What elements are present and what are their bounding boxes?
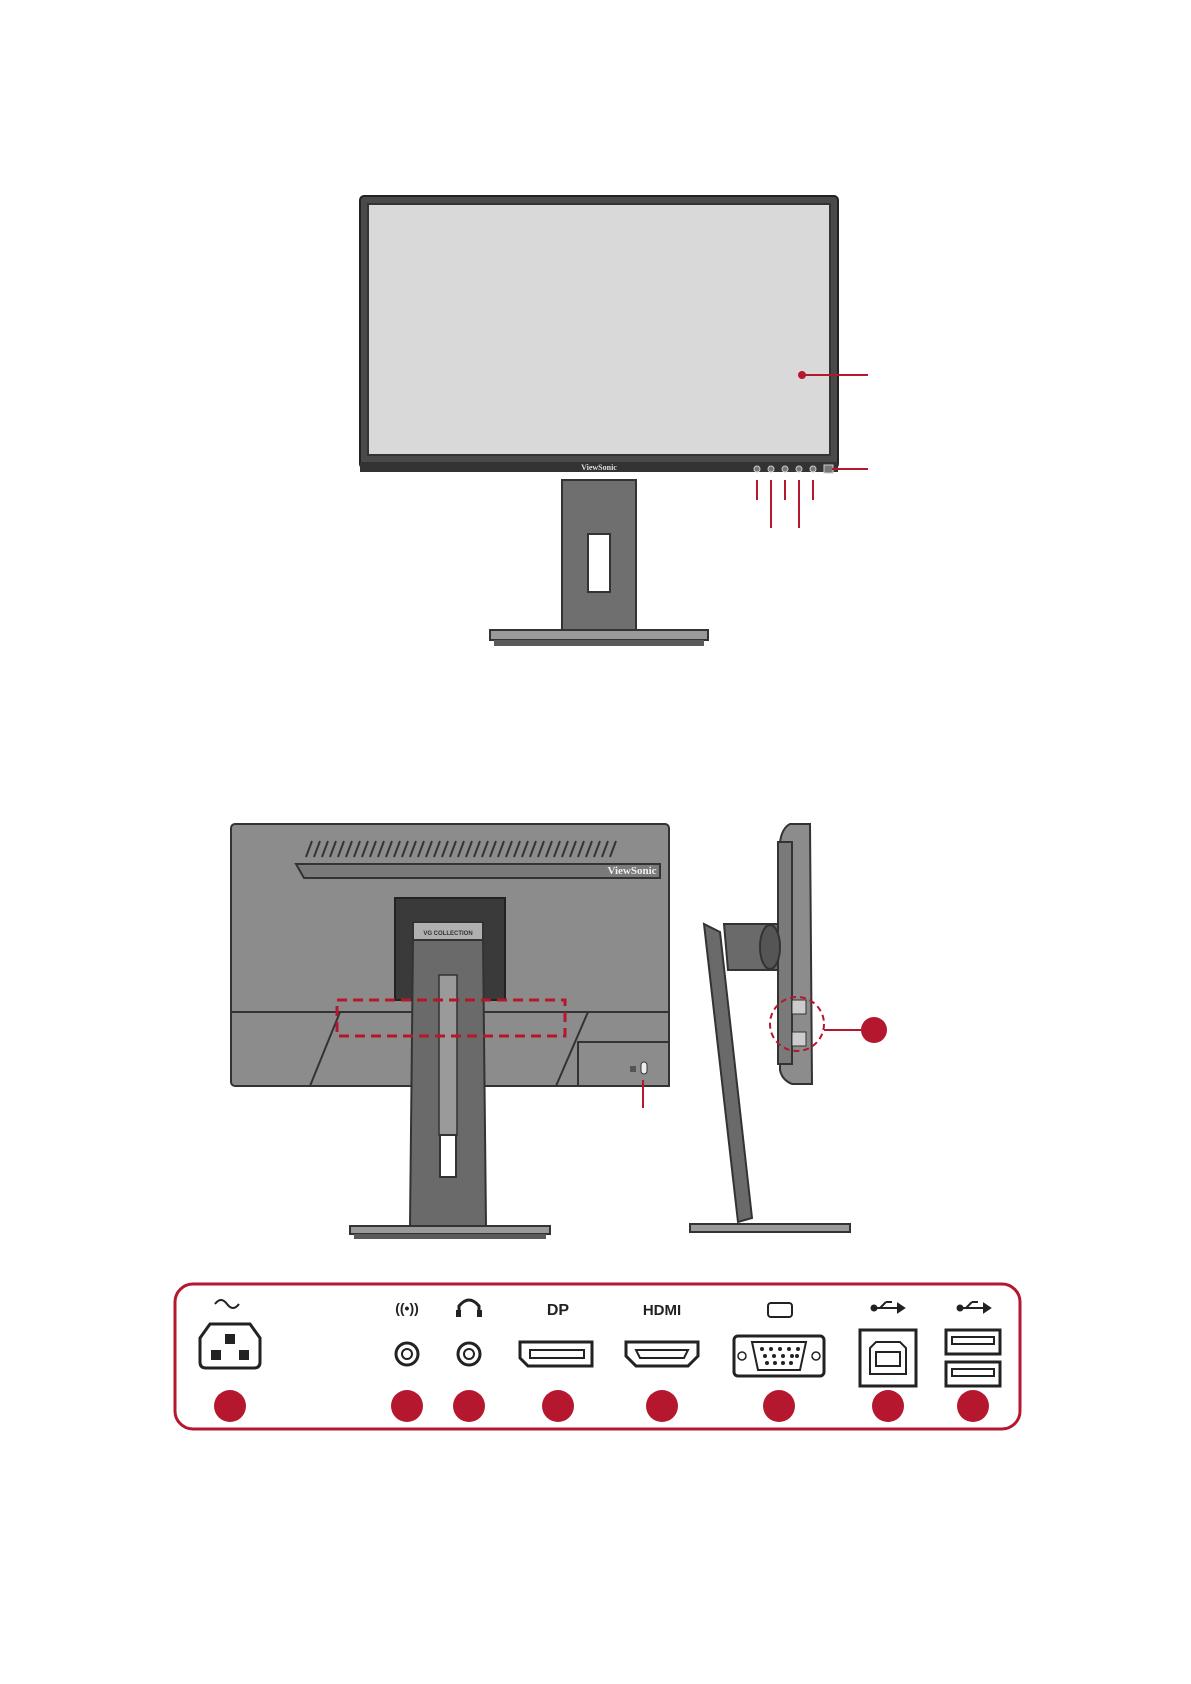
rear-cable-slot (440, 1135, 456, 1177)
control-button-4[interactable] (796, 466, 802, 472)
front-view: ViewSonic (360, 196, 868, 646)
displayport-label: DP (547, 1302, 570, 1319)
marker-vga (763, 1390, 795, 1422)
marker-ac-power (214, 1390, 246, 1422)
side-stand-base (690, 1224, 850, 1232)
kensington-slot (641, 1062, 647, 1074)
marker-displayport (542, 1390, 574, 1422)
side-view (690, 824, 887, 1232)
kensington-icon (630, 1066, 636, 1072)
rear-view: ViewSonic VG COLLECTION (231, 824, 669, 1239)
control-button-3[interactable] (782, 466, 788, 472)
front-brand-logo: ViewSonic (581, 463, 617, 472)
hdmi-label: HDMI (643, 1302, 681, 1319)
ac-power-socket-icon (200, 1324, 260, 1368)
rear-brand-logo: ViewSonic (607, 865, 656, 877)
side-usb-callout-marker (861, 1017, 887, 1043)
marker-headphone (453, 1390, 485, 1422)
screen (368, 204, 830, 455)
marker-usb-b (872, 1390, 904, 1422)
io-panel: ((•)) DP HDMI (175, 1284, 1020, 1429)
front-stand-base-shadow (494, 640, 704, 646)
control-button-1[interactable] (754, 466, 760, 472)
side-hinge-pivot (760, 925, 780, 969)
rear-stand-base (350, 1226, 550, 1234)
marker-usb-a (957, 1390, 989, 1422)
side-usb-port-1 (792, 1000, 806, 1014)
control-button-2[interactable] (768, 466, 774, 472)
control-button-5[interactable] (810, 466, 816, 472)
marker-audio-in (391, 1390, 423, 1422)
front-stand-base (490, 630, 708, 640)
cable-management-slot (588, 534, 610, 592)
rear-ledge (296, 864, 660, 878)
power-button[interactable] (824, 465, 833, 473)
marker-hdmi (646, 1390, 678, 1422)
kensington-area (578, 1042, 669, 1086)
vga-monitor-icon (768, 1303, 792, 1317)
stand-label: VG COLLECTION (423, 931, 472, 937)
audio-in-icon: ((•)) (395, 1300, 419, 1316)
side-usb-port-2 (792, 1032, 806, 1046)
rear-stand-base-shadow (354, 1234, 546, 1239)
